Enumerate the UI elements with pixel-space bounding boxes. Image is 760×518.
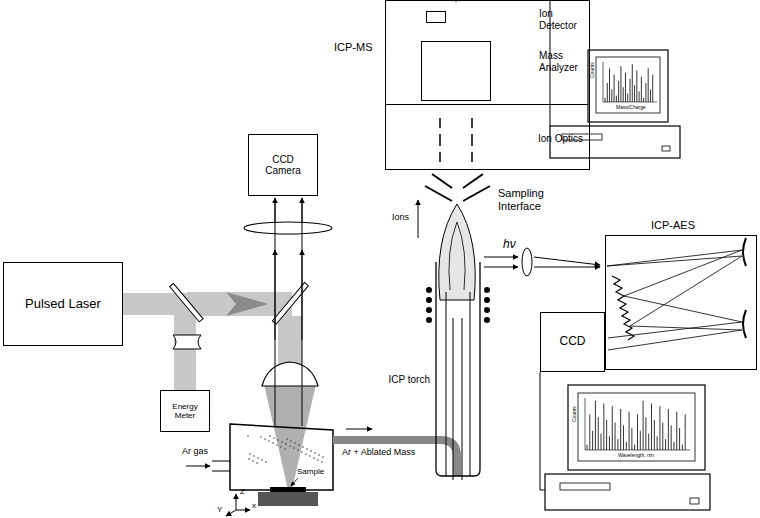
flow-label: Ar + Ablated Mass — [342, 447, 415, 457]
node-text: ICP-MS — [334, 41, 373, 54]
axis-title: Counts — [572, 406, 578, 422]
mass-spectrum — [603, 62, 657, 102]
node-text: Energy Meter — [167, 402, 203, 420]
ablation-plume — [247, 435, 324, 464]
ablation-chamber — [230, 424, 333, 490]
ion-optics-band: Ion Optics — [386, 104, 588, 168]
cable — [540, 372, 545, 490]
gas-arrow — [186, 466, 210, 467]
leader-line — [291, 478, 298, 486]
node-text: Pulsed Laser — [25, 297, 101, 312]
axis — [236, 510, 250, 511]
interface-label: Sampling Interface — [498, 187, 558, 212]
node-text: Ion Detector — [539, 8, 587, 31]
computer — [545, 474, 710, 510]
spectrometer-box: ICP-AES — [605, 235, 757, 370]
node-text: Mass Analyzer — [539, 50, 589, 73]
mirror — [743, 238, 746, 338]
imaging-ray — [275, 250, 276, 340]
monitor — [568, 385, 705, 470]
ion-label: Ions — [392, 212, 409, 222]
flow-arrow — [346, 429, 372, 430]
axis-label: Y — [217, 505, 222, 514]
transfer-tube — [333, 440, 457, 476]
imaging-ray — [302, 250, 303, 340]
node-text: CCD Camera — [263, 154, 303, 177]
axis-title: Mass/Charge — [616, 105, 646, 111]
imaging-ray — [275, 198, 276, 426]
monitor — [588, 50, 668, 122]
laser-box: Pulsed Laser — [3, 262, 123, 346]
rf-coil — [426, 287, 490, 323]
imaging-lens — [244, 222, 332, 234]
axis — [236, 494, 237, 510]
torch-label: ICP torch — [388, 374, 430, 386]
node-text: Ion Optics — [538, 133, 586, 145]
analyzer-box: Mass Analyzer — [421, 41, 491, 101]
concave-lens — [173, 335, 201, 349]
camera-box: CCD Camera — [248, 134, 318, 196]
axis-label: x — [252, 501, 256, 510]
torch-tube — [436, 262, 480, 476]
gas-label: Ar gas — [182, 446, 208, 456]
light-label: hν — [503, 238, 516, 252]
axis — [226, 510, 236, 516]
emission-spectrum — [585, 398, 690, 450]
sample-stage — [258, 492, 318, 506]
grating — [612, 276, 634, 340]
axis-title: Counts — [590, 62, 596, 78]
imaging-ray — [302, 198, 303, 234]
axis-label: Z — [240, 487, 245, 496]
light-path — [607, 250, 742, 350]
energy-meter-box: Energy Meter — [160, 390, 210, 432]
ion-lens — [440, 118, 472, 162]
detector-box: Ion Detector — [426, 11, 446, 23]
ion-arrow — [418, 200, 419, 238]
focusing-lens — [262, 362, 318, 386]
laser-beam — [187, 292, 292, 316]
sample — [270, 487, 306, 492]
sample-label: Sample — [297, 467, 324, 476]
beam-splitter — [170, 283, 203, 321]
plasma — [439, 204, 475, 300]
sampling-cones — [425, 174, 490, 201]
ccd-box: CCD — [540, 312, 605, 372]
beam-splitter — [272, 283, 308, 325]
node-text: ICP-AES — [651, 219, 695, 232]
beam-expander — [226, 292, 268, 316]
ms-housing: ICP-MSIon DetectorMass AnalyzerIon Optic… — [385, 0, 590, 170]
imaging-ray — [302, 198, 303, 426]
imaging-ray — [275, 198, 276, 234]
axis-title: Wavelength, nm — [618, 453, 654, 459]
collection-lens — [522, 248, 532, 276]
node-text: CCD — [560, 335, 586, 349]
